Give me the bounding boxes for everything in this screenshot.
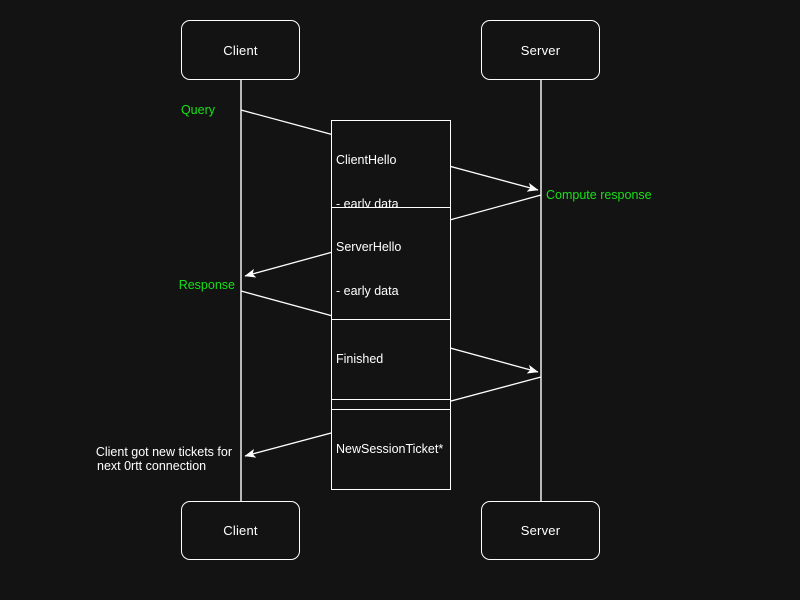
actor-label-client-top: Client <box>223 42 258 58</box>
message-line: Finished <box>336 352 384 367</box>
actor-box-server-bottom[interactable]: Server <box>481 501 600 560</box>
note-new-tickets-line-1: Client got new tickets for <box>95 445 232 459</box>
message-box-finished[interactable]: Finished <box>331 319 451 400</box>
note-query: Query <box>180 103 215 117</box>
message-line: ClientHello <box>336 153 397 168</box>
message-line: ServerHello <box>336 240 402 255</box>
message-line: - early data <box>336 283 399 298</box>
actor-label-server-top: Server <box>520 42 561 58</box>
message-box-new-session-ticket[interactable]: NewSessionTicket* <box>331 409 451 490</box>
actor-box-server-top[interactable]: Server <box>481 20 600 80</box>
message-line: NewSessionTicket* <box>336 442 444 457</box>
note-compute-response: Compute response <box>546 188 652 202</box>
actor-box-client-top[interactable]: Client <box>181 20 300 80</box>
note-response: Response <box>178 278 235 292</box>
actor-label-client-bottom: Client <box>223 523 258 538</box>
note-new-tickets-line-2: next 0rtt connection <box>97 459 207 473</box>
actor-label-server-bottom: Server <box>520 523 561 538</box>
actor-box-client-bottom[interactable]: Client <box>181 501 300 560</box>
